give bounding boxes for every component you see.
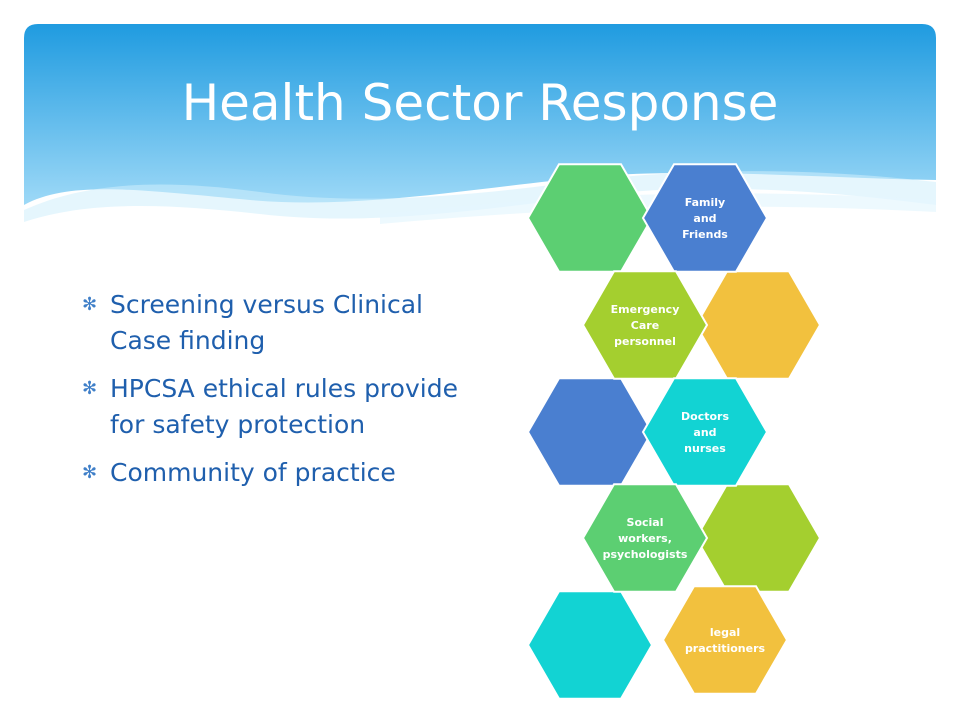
hexagon-filler (694, 483, 822, 593)
hexagon-filler (526, 590, 654, 700)
asterisk-icon: ✻ (82, 462, 98, 483)
hexagon-label: and (693, 212, 716, 225)
hexagon-label: Social (627, 516, 664, 529)
bullet-text: Community of practice (110, 458, 396, 487)
hexagon-social-workers-psychologists (581, 483, 709, 593)
hexagon-family-and-friends (641, 163, 769, 273)
hexagon-filler (526, 163, 654, 273)
hexagon-label: Family (685, 196, 725, 209)
hexagon-filler (526, 377, 654, 487)
hexagon-label: psychologists (603, 548, 688, 561)
asterisk-icon: ✻ (82, 378, 98, 399)
bullet-list: ✻ Screening versus Clinical Case finding… (82, 287, 482, 503)
asterisk-icon: ✻ (82, 294, 98, 315)
bullet-item: ✻ HPCSA ethical rules provide for safety… (82, 371, 482, 443)
hexagon-filler (694, 270, 822, 380)
slide-title: Health Sector Response (181, 74, 779, 132)
hexagon-label: legal (710, 626, 740, 639)
hexagon-label: Friends (682, 228, 728, 241)
hexagon-label: Doctors (681, 410, 729, 423)
bullet-item: ✻ Community of practice (82, 455, 482, 491)
hexagon-label: Care (631, 319, 659, 332)
hexagon-label: practitioners (685, 642, 766, 655)
hexagon-doctors-and-nurses (641, 377, 769, 487)
hexagon-label: personnel (614, 335, 676, 348)
bullet-text: HPCSA ethical rules provide for safety p… (110, 374, 458, 439)
bullet-text: Screening versus Clinical Case finding (110, 290, 424, 355)
hexagon-label: workers, (618, 532, 672, 545)
hexagon-label: and (693, 426, 716, 439)
hexagon-legal-practitioners (661, 585, 789, 695)
hexagon-label: Emergency (611, 303, 680, 316)
bullet-item: ✻ Screening versus Clinical Case finding (82, 287, 482, 359)
hexagon-label: nurses (684, 442, 726, 455)
